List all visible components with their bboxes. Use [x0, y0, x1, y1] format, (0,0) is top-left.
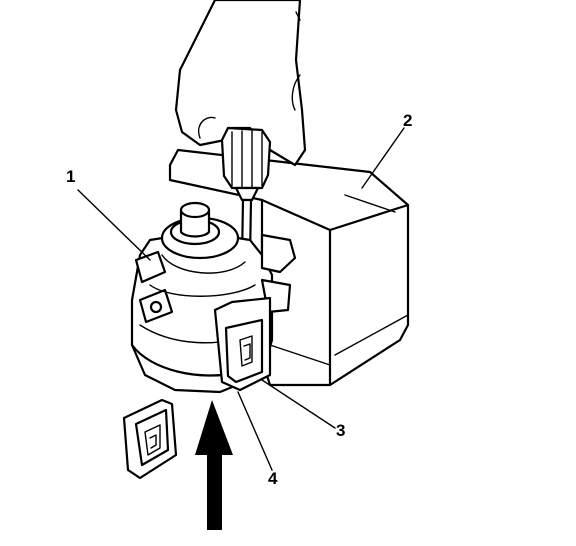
callout-2: 2: [403, 111, 413, 130]
push-arrow: [195, 400, 233, 530]
callout-3: 3: [336, 421, 346, 440]
loose-clip: [122, 398, 178, 480]
hand: [174, 0, 307, 167]
callout-4: 4: [268, 469, 278, 488]
retaining-clip: [213, 296, 272, 392]
leader-lines: [77, 127, 405, 471]
callout-1: 1: [66, 167, 76, 186]
